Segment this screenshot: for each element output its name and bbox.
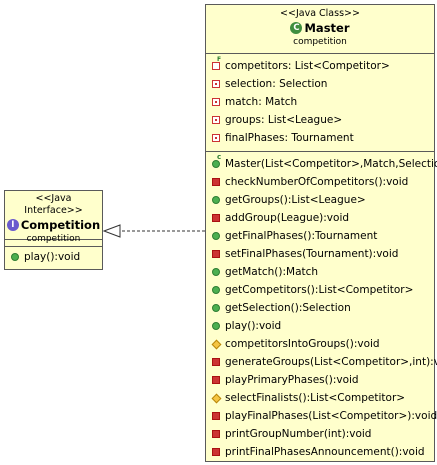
pub-method-icon [212, 196, 220, 204]
master-method-label: playFinalPhases(List<Competitor>):void [225, 410, 437, 422]
master-method-label: printFinalPhasesAnnouncement():void [225, 446, 425, 458]
master-method-label: checkNumberOfCompetitors():void [225, 176, 409, 188]
pub-method-icon [212, 304, 220, 312]
master-field-label: finalPhases: Tournament [225, 132, 354, 144]
competition-name-row: I Competition [5, 217, 102, 233]
master-method-label: competitorsIntoGroups():void [225, 338, 380, 350]
pub-method-icon [212, 322, 220, 330]
competition-package: competition [26, 234, 81, 244]
competition-fields-separator [5, 239, 102, 240]
pub-method-icon [212, 232, 220, 240]
master-method-label: getCompetitors():List<Competitor> [225, 284, 414, 296]
competition-interface-name: Competition [20, 218, 101, 232]
realization-triangle-head [102, 224, 121, 238]
master-method-row[interactable]: printGroupNumber(int):void [206, 425, 434, 443]
master-field-label: match: Match [225, 96, 298, 108]
master-field-label: competitors: List<Competitor> [225, 60, 390, 72]
priv-field-icon [212, 116, 220, 124]
master-methods-separator [206, 151, 434, 152]
master-field-row[interactable]: competitors: List<Competitor> [206, 56, 434, 75]
master-method-label: addGroup(League):void [225, 212, 350, 224]
priv-field-icon [212, 80, 220, 88]
master-package: competition [293, 37, 347, 47]
priv-method-icon [212, 214, 220, 222]
master-method-row[interactable]: checkNumberOfCompetitors():void [206, 173, 434, 191]
master-fields-separator [206, 53, 434, 54]
master-method-label: Master(List<Competitor>,Match,Selection) [225, 158, 437, 170]
master-class-name: Master [304, 21, 350, 35]
competition-interface-box[interactable]: <<Java Interface>> I Competition competi… [4, 190, 103, 270]
master-method-label: selectFinalists():List<Competitor> [225, 392, 406, 404]
master-method-row[interactable]: getSelection():Selection [206, 299, 434, 317]
competition-method-row[interactable]: play():void [5, 248, 102, 266]
master-field-row[interactable]: finalPhases: Tournament [206, 129, 434, 147]
priv-method-icon [212, 250, 220, 258]
master-class-box[interactable]: <<Java Class>> C Master competition comp… [205, 4, 437, 462]
master-method-label: getGroups():List<League> [225, 194, 366, 206]
master-method-row[interactable]: addGroup(League):void [206, 209, 434, 227]
master-method-row[interactable]: setFinalPhases(Tournament):void [206, 245, 434, 263]
master-field-row[interactable]: groups: List<League> [206, 111, 434, 129]
master-method-row[interactable]: generateGroups(List<Competitor>,int):voi… [206, 353, 437, 371]
priv-method-icon [212, 412, 220, 420]
master-field-row[interactable]: selection: Selection [206, 75, 434, 93]
master-method-row[interactable]: selectFinalists():List<Competitor> [206, 389, 434, 407]
master-method-row[interactable]: getFinalPhases():Tournament [206, 227, 434, 245]
master-method-label: getMatch():Match [225, 266, 319, 278]
master-method-label: getSelection():Selection [225, 302, 351, 314]
competition-stereotype: <<Java Interface>> [24, 193, 83, 216]
master-fields-compartment: competitors: List<Competitor> selection: … [206, 54, 434, 151]
interface-icon: I [6, 219, 19, 231]
master-method-row[interactable]: printFinalPhasesAnnouncement():void [206, 443, 434, 461]
pub-method-icon [212, 268, 220, 276]
priv-field-icon [212, 134, 220, 142]
master-method-label: generateGroups(List<Competitor>,int):voi… [225, 356, 437, 368]
master-method-label: playPrimaryPhases():void [225, 374, 359, 386]
class-icon: C [290, 22, 303, 34]
ctor-icon [212, 154, 221, 168]
master-method-row[interactable]: competitorsIntoGroups():void [206, 335, 434, 353]
priv-method-icon [212, 178, 220, 186]
master-class-name-row: C Master [206, 20, 434, 36]
master-method-row[interactable]: play():void [206, 317, 434, 335]
priv-method-icon [212, 376, 220, 384]
master-field-label: selection: Selection [225, 78, 328, 90]
master-field-label: groups: List<League> [225, 114, 343, 126]
master-class-header: <<Java Class>> C Master competition [206, 5, 434, 53]
master-method-row[interactable]: playPrimaryPhases():void [206, 371, 434, 389]
priv-field-icon [212, 98, 220, 106]
competition-methods-separator [5, 246, 102, 247]
master-method-row[interactable]: Master(List<Competitor>,Match,Selection) [206, 154, 437, 173]
priv-method-icon [212, 430, 220, 438]
master-method-row[interactable]: getGroups():List<League> [206, 191, 434, 209]
master-method-row[interactable]: getCompetitors():List<Competitor> [206, 281, 434, 299]
master-methods-compartment: Master(List<Competitor>,Match,Selection)… [206, 152, 437, 461]
master-method-label: setFinalPhases(Tournament):void [225, 248, 399, 260]
competition-method-label: play():void [24, 251, 81, 263]
master-stereotype: <<Java Class>> [280, 8, 360, 19]
master-method-label: printGroupNumber(int):void [225, 428, 372, 440]
master-method-row[interactable]: playFinalPhases(List<Competitor>):void [206, 407, 437, 425]
priv-method-icon [212, 448, 220, 456]
pub-method-icon [212, 286, 220, 294]
master-method-label: play():void [225, 320, 282, 332]
final-field-icon [212, 56, 221, 70]
competition-interface-header: <<Java Interface>> I Competition competi… [5, 191, 102, 244]
priv-method-icon [212, 358, 220, 366]
master-method-row[interactable]: getMatch():Match [206, 263, 434, 281]
master-field-row[interactable]: match: Match [206, 93, 434, 111]
master-method-label: getFinalPhases():Tournament [225, 230, 378, 242]
competition-methods-compartment: play():void [5, 247, 102, 266]
pub-method-icon [11, 253, 19, 261]
